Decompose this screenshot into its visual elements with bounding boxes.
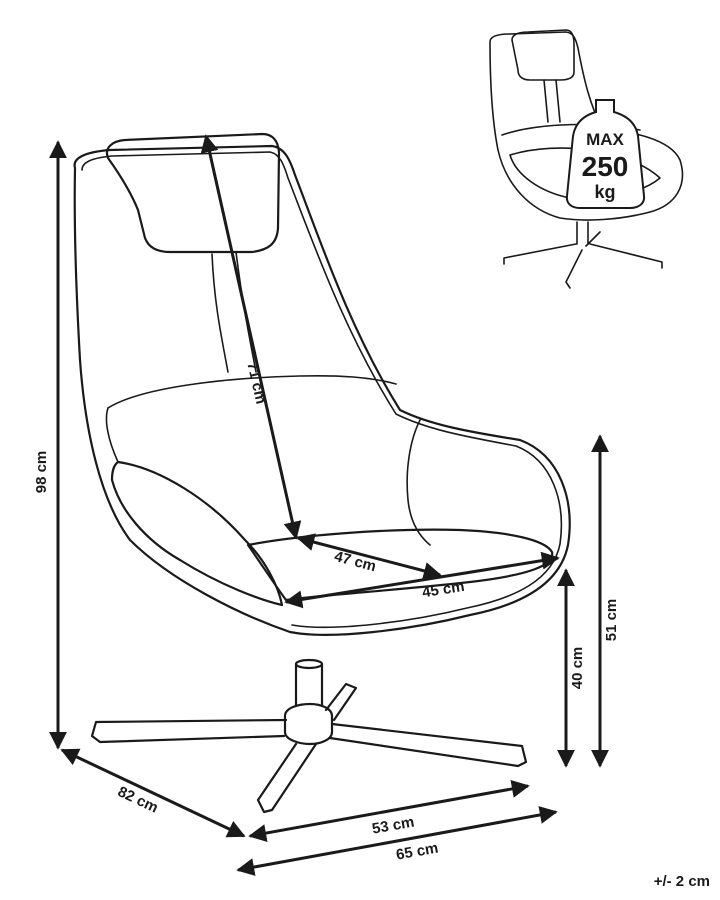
label-armrest-height: 51 cm	[603, 599, 620, 642]
column-top	[294, 658, 324, 670]
depth-arrow	[60, 748, 246, 838]
label-height-total: 98 cm	[33, 451, 50, 494]
backrest-height-arrow	[200, 134, 302, 540]
label-tolerance: +/- 2 cm	[654, 873, 710, 890]
base-leg-left	[90, 718, 288, 744]
label-width: 65 cm	[395, 840, 440, 864]
weight-badge-shape	[565, 99, 646, 209]
mini-base	[503, 231, 663, 289]
weight-badge-unit: kg	[594, 182, 615, 202]
chair-drawing	[73, 132, 571, 814]
dimension-lines	[49, 134, 609, 876]
label-base-width: 53 cm	[371, 814, 416, 838]
seat-width-arrow	[284, 551, 560, 609]
pedestal-column	[294, 662, 324, 708]
label-depth: 82 cm	[115, 783, 161, 816]
base-leg-back	[324, 682, 358, 722]
mini-headrest	[511, 29, 575, 81]
backrest-seam-left	[211, 253, 229, 373]
label-seat-depth: 47 cm	[332, 548, 377, 575]
base-leg-right	[328, 722, 528, 768]
base-hub	[283, 702, 334, 746]
weight-reference-chair: MAX 250 kg	[489, 29, 684, 289]
chair-shell-outline	[73, 144, 571, 636]
base-leg-front	[256, 742, 318, 814]
label-seat-height: 40 cm	[569, 647, 586, 690]
label-seat-width: 45 cm	[421, 578, 466, 601]
back-cushion-lower	[105, 407, 119, 463]
label-backrest-height: 71 cm	[243, 360, 269, 405]
armrest-left-panel	[110, 460, 284, 607]
chair-shell-inner-piping	[81, 151, 563, 629]
mini-back-seam	[543, 79, 561, 123]
weight-badge-max: MAX	[586, 130, 624, 149]
mini-column	[576, 221, 589, 245]
weight-badge-value: 250	[582, 151, 629, 182]
width-arrow	[236, 806, 558, 876]
armrest-seam-right	[406, 419, 431, 546]
